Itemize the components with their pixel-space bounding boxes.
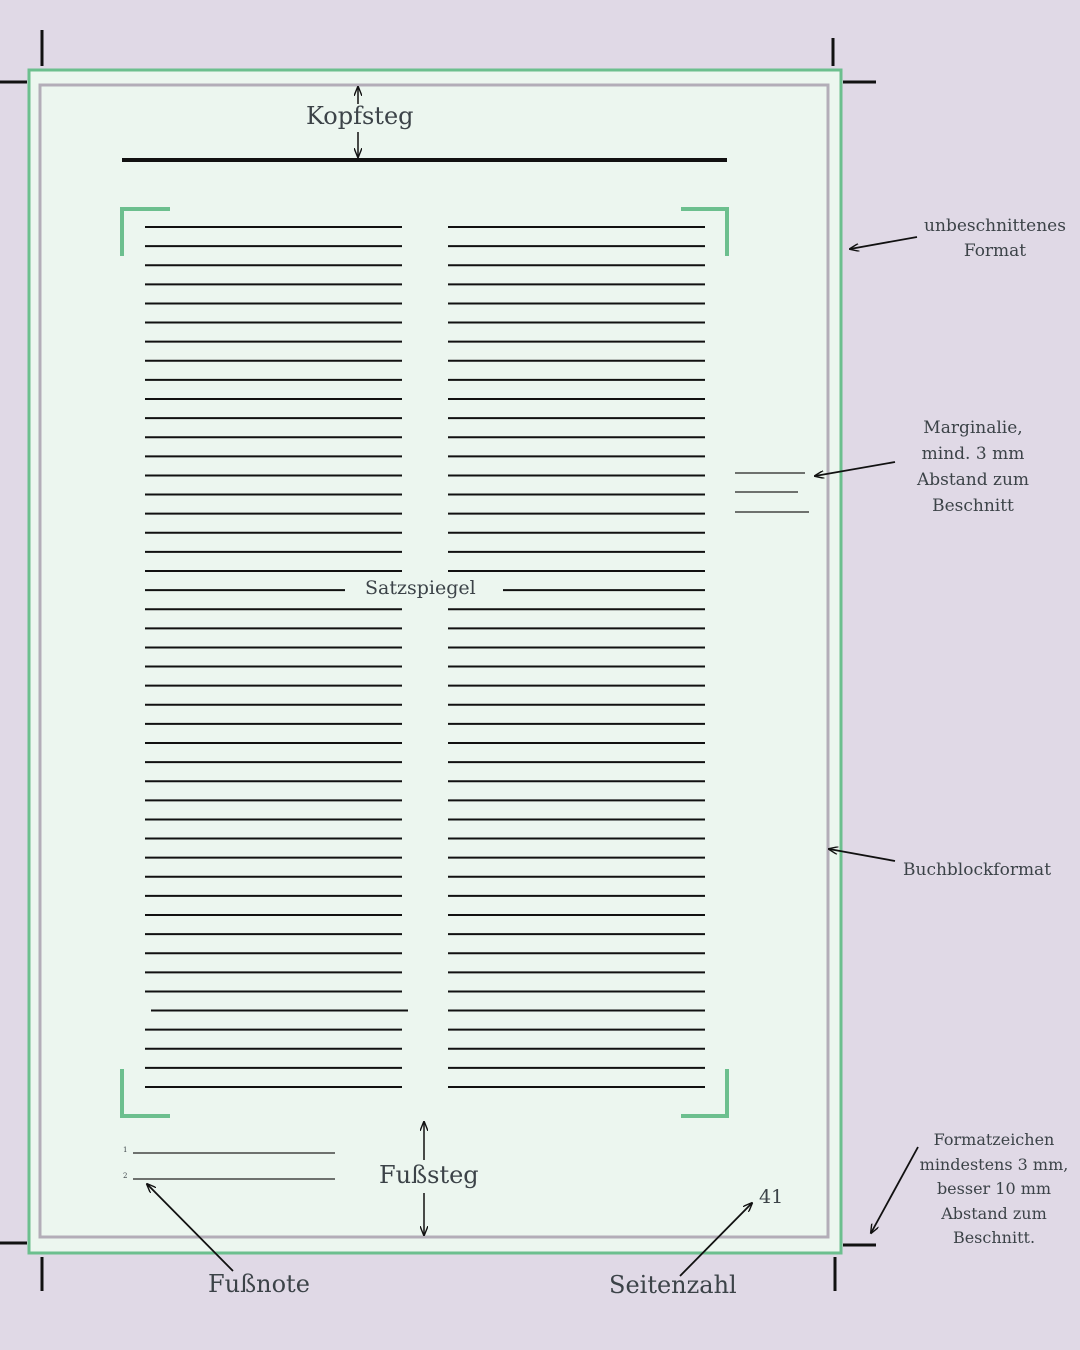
marginalie-lines <box>735 472 809 513</box>
text-columns <box>145 226 705 1088</box>
page-number: 41 <box>759 1186 784 1208</box>
unbeschnitten-line-2: Format <box>963 241 1027 261</box>
arrow-unbeschnitten <box>850 236 918 249</box>
buchblock-frame <box>38 83 830 1239</box>
marginalie-line-3: Abstand zum <box>916 470 1030 490</box>
arrow-marginalie <box>815 461 896 476</box>
formatzeichen-label: Formatzeichen mindestens 3 mm, besser 10… <box>908 1128 1080 1251</box>
seitenzahl-label: Seitenzahl <box>609 1271 737 1299</box>
formatzeichen-line-3: besser 10 mm <box>936 1179 1052 1198</box>
arrow-seitenzahl <box>679 1203 752 1277</box>
footnote-marker-1: 1 <box>123 1146 128 1154</box>
arrow-fussnote <box>147 1184 234 1272</box>
crop-marks <box>0 30 876 1291</box>
annotation-arrows <box>147 236 919 1277</box>
satzspiegel-label: Satzspiegel <box>365 577 476 599</box>
arrow-formatzeichen <box>871 1146 919 1233</box>
formatzeichen-line-5: Beschnitt. <box>952 1228 1036 1247</box>
fussnote-label: Fußnote <box>208 1270 310 1298</box>
marginalie-line-2: mind. 3 mm <box>921 444 1025 464</box>
marginalie-label: Marginalie, mind. 3 mm Abstand zum Besch… <box>888 415 1058 519</box>
fusssteg-label: Fußsteg <box>379 1161 479 1189</box>
formatzeichen-line-1: Formatzeichen <box>933 1130 1055 1149</box>
formatzeichen-line-2: mindestens 3 mm, <box>919 1154 1069 1174</box>
arrow-buchblock <box>829 849 896 862</box>
footnote-marker-2: 2 <box>123 1172 128 1180</box>
unbeschnittenes-format-label: unbeschnittenes Format <box>910 214 1080 264</box>
unbeschnitten-line-1: unbeschnittenes <box>924 216 1066 236</box>
marginalie-line-1: Marginalie, <box>923 418 1023 438</box>
marginalie-line-4: Beschnitt <box>932 496 1014 516</box>
satzspiegel-corners <box>120 207 729 1118</box>
kopfsteg-label: Kopfsteg <box>306 102 414 130</box>
formatzeichen-line-4: Abstand zum <box>941 1203 1047 1223</box>
buchblockformat-label: Buchblockformat <box>903 860 1052 880</box>
footnote-lines <box>133 1152 335 1180</box>
